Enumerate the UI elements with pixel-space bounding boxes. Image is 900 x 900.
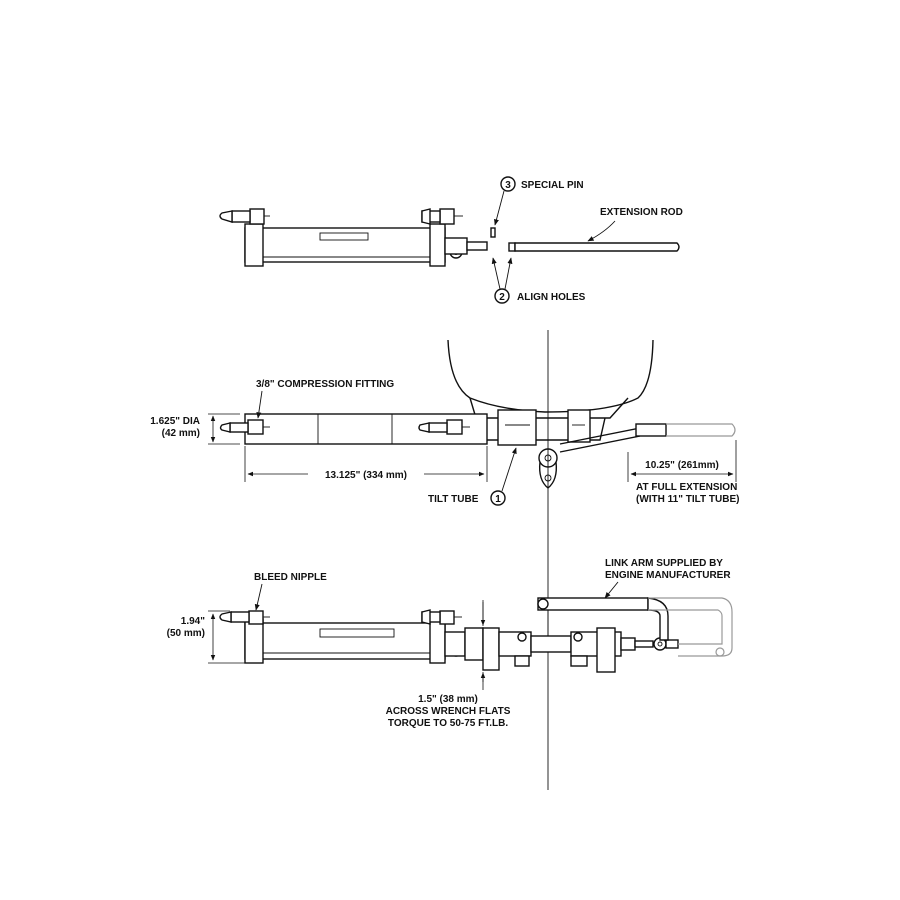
height-metric: (50 mm)	[167, 628, 205, 639]
link-arm-ghost	[648, 597, 733, 657]
special-pin	[490, 227, 496, 238]
length-label: 13.125" (334 mm)	[325, 470, 407, 481]
compression-fitting-label: 3/8" COMPRESSION FITTING	[256, 379, 394, 390]
middle-cylinder-assembly	[219, 413, 667, 489]
special-pin-label: SPECIAL PIN	[521, 180, 584, 191]
extension-rod-callout: EXTENSION ROD	[587, 207, 683, 242]
wrench-label-3: TORQUE TO 50-75 FT.LB.	[388, 718, 508, 729]
link-arm-label-2: ENGINE MANUFACTURER	[605, 570, 731, 581]
bleed-nipple-callout: BLEED NIPPLE	[254, 572, 327, 611]
bottom-cylinder-assembly	[219, 609, 679, 673]
extension-rod	[508, 242, 680, 252]
bleed-nipple-label: BLEED NIPPLE	[254, 572, 327, 583]
align-holes-label: ALIGN HOLES	[517, 292, 586, 303]
diameter-dimension: 1.625" DIA (42 mm)	[150, 413, 240, 445]
height-dimension: 1.94" (50 mm)	[167, 610, 245, 664]
tilt-tube-label: TILT TUBE	[428, 494, 479, 505]
full-extension-ghost	[666, 423, 736, 437]
wrench-label-2: ACROSS WRENCH FLATS	[386, 706, 511, 717]
extension-rod-label: EXTENSION ROD	[600, 207, 683, 218]
extension-dimension: 10.25" (261mm) AT FULL EXTENSION (WITH 1…	[627, 440, 739, 505]
top-cylinder-assembly	[219, 208, 488, 267]
diameter-metric: (42 mm)	[162, 428, 200, 439]
callout-tilt-tube: TILT TUBE 1	[428, 447, 517, 506]
link-arm-label-1: LINK ARM SUPPLIED BY	[605, 558, 723, 569]
callout-number-2: 2	[499, 292, 505, 303]
compression-fitting-callout: 3/8" COMPRESSION FITTING	[256, 379, 394, 419]
height-imperial: 1.94"	[181, 616, 205, 627]
wrench-label-1: 1.5" (38 mm)	[418, 694, 478, 705]
length-dimension: 13.125" (334 mm)	[244, 446, 488, 482]
link-arm-callout: LINK ARM SUPPLIED BY ENGINE MANUFACTURER	[604, 558, 731, 599]
diameter-imperial: 1.625" DIA	[150, 416, 200, 427]
callout-number-3: 3	[505, 180, 511, 191]
wrench-flats-dimension: 1.5" (38 mm) ACROSS WRENCH FLATS TORQUE …	[386, 600, 511, 729]
callout-number-1: 1	[495, 494, 501, 505]
callout-align-holes: 2 ALIGN HOLES	[491, 257, 586, 304]
full-extension-label-2: (WITH 11" TILT TUBE)	[636, 494, 739, 505]
callout-special-pin: 3 SPECIAL PIN	[494, 176, 584, 226]
extension-length-label: 10.25" (261mm)	[645, 460, 719, 471]
full-extension-label-1: AT FULL EXTENSION	[636, 482, 737, 493]
